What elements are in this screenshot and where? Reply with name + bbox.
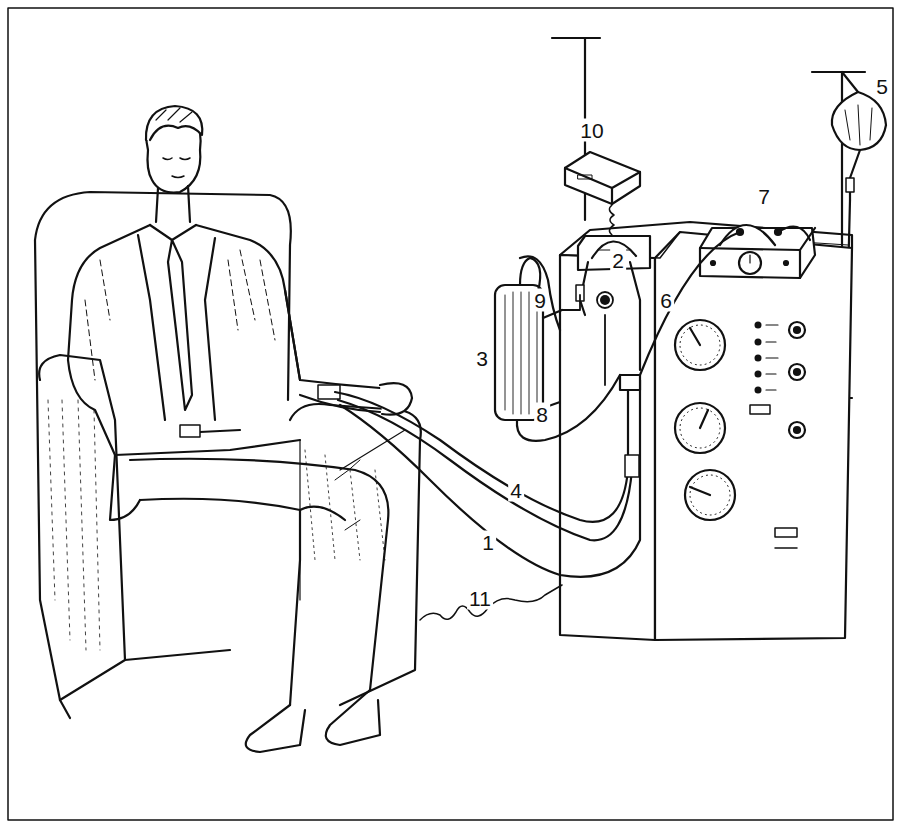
monitor-box <box>565 152 640 235</box>
blood-pump <box>576 236 650 370</box>
patient-figure <box>68 106 412 752</box>
callout-number: 10 <box>578 119 605 142</box>
armchair <box>35 192 421 718</box>
callout-number: 8 <box>534 403 550 426</box>
callout-number: 2 <box>610 249 626 272</box>
callout-number: 6 <box>658 289 674 312</box>
dialyzer <box>495 256 620 441</box>
callout-number: 5 <box>874 75 890 98</box>
callout-number: 1 <box>480 531 496 554</box>
callout-number: 9 <box>532 289 548 312</box>
blood-tubes <box>335 375 640 577</box>
callout-number: 11 <box>467 587 493 610</box>
infusion-pump <box>640 225 815 375</box>
dialysis-machine <box>560 222 852 640</box>
callout-number: 3 <box>474 347 490 370</box>
callout-number: 7 <box>756 185 772 208</box>
callout-number: 4 <box>508 479 524 502</box>
frame <box>8 8 893 820</box>
power-cable <box>420 585 562 620</box>
